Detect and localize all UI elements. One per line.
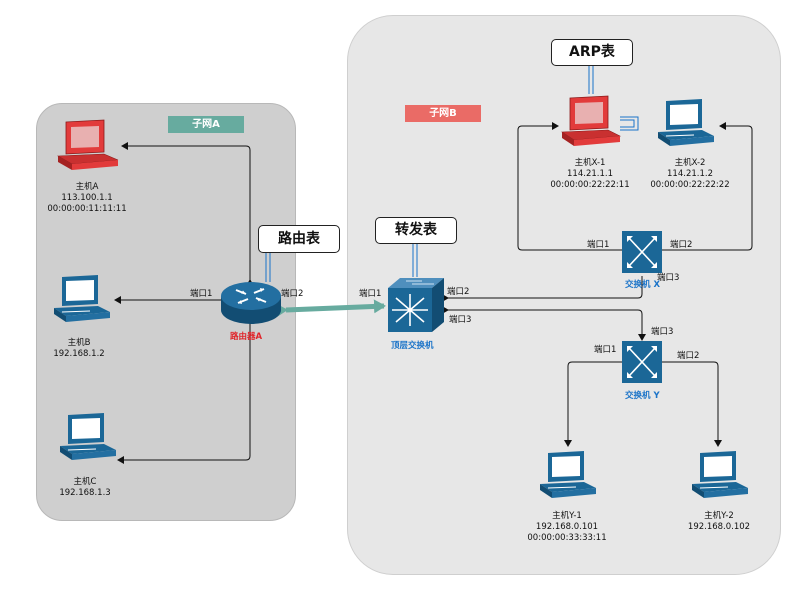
forwarding-table-label: 转发表 <box>375 217 457 244</box>
subnet-a-label: 子网A <box>168 116 244 133</box>
core-port2: 端口2 <box>447 287 470 297</box>
host-x1-computer-icon <box>561 95 622 146</box>
router-icon <box>221 282 281 324</box>
host-x2-name: 主机X-2 <box>674 158 706 168</box>
link-core-fwd-table <box>412 243 418 277</box>
link-core-switch-x <box>442 276 643 302</box>
core-port1: 端口1 <box>359 289 382 299</box>
host-y2-computer-icon <box>692 451 748 498</box>
switch-x-icon <box>622 231 662 273</box>
host-y2-name: 主机Y-2 <box>704 511 734 521</box>
subnet-b-label: 子网B <box>405 105 481 122</box>
host-y1-name: 主机Y-1 <box>552 511 582 521</box>
switch-x-port2: 端口2 <box>670 240 693 250</box>
link-switch-x-host-x1 <box>517 122 622 251</box>
host-c-computer-icon <box>60 413 116 460</box>
link-host-x1-side <box>620 116 639 131</box>
link-router-host-a <box>121 142 254 286</box>
switch-x-port1: 端口1 <box>587 240 610 250</box>
routing-table-label: 路由表 <box>258 225 340 253</box>
switch-y-icon <box>622 341 662 383</box>
core-switch-name: 顶层交换机 <box>391 341 434 351</box>
link-switch-y-host-y2 <box>662 361 722 447</box>
link-router-routing-table <box>265 252 271 282</box>
link-core-switch-y <box>442 306 646 341</box>
switch-y-port2: 端口2 <box>677 351 700 361</box>
host-b-computer-icon <box>54 275 110 322</box>
arp-table-label: ARP表 <box>551 39 633 66</box>
router-port1: 端口1 <box>190 289 213 299</box>
host-x1-mac: 00:00:00:22:22:11 <box>550 180 630 190</box>
host-y1-mac: 00:00:00:33:33:11 <box>527 533 607 543</box>
host-x1-ip: 114.21.1.1 <box>567 169 613 179</box>
core-switch-icon <box>388 278 444 332</box>
host-c-name: 主机C <box>73 477 97 487</box>
router-name: 路由器A <box>230 332 263 342</box>
host-x1-name: 主机X-1 <box>574 158 606 168</box>
host-y1-computer-icon <box>540 451 596 498</box>
link-router-core <box>275 299 386 318</box>
host-y2-ip: 192.168.0.102 <box>687 522 751 532</box>
host-x2-ip: 114.21.1.2 <box>667 169 713 179</box>
switch-x-port3: 端口3 <box>657 273 680 283</box>
link-switch-y-host-y1 <box>564 361 622 447</box>
link-switch-x-host-x2 <box>662 122 753 251</box>
switch-y-name: 交换机 Y <box>625 391 660 401</box>
host-b-name: 主机B <box>67 338 91 348</box>
router-port2: 端口2 <box>281 289 304 299</box>
host-x2-mac: 00:00:00:22:22:22 <box>650 180 730 190</box>
host-a-name: 主机A <box>75 182 99 192</box>
switch-y-port1: 端口1 <box>594 345 617 355</box>
host-a-computer-icon <box>56 119 119 170</box>
link-arp-table-host-x1 <box>588 64 594 94</box>
host-y1-ip: 192.168.0.101 <box>535 522 599 532</box>
host-a-ip: 113.100.1.1 <box>61 193 113 203</box>
switch-y-port3: 端口3 <box>651 327 674 337</box>
link-router-host-c <box>117 316 254 464</box>
switch-x-name: 交换机 X <box>625 280 661 290</box>
core-port3: 端口3 <box>449 315 472 325</box>
host-c-ip: 192.168.1.3 <box>59 488 111 498</box>
host-x2-computer-icon <box>658 99 714 146</box>
host-b-ip: 192.168.1.2 <box>53 349 105 359</box>
host-a-mac: 00:00:00:11:11:11 <box>47 204 127 214</box>
